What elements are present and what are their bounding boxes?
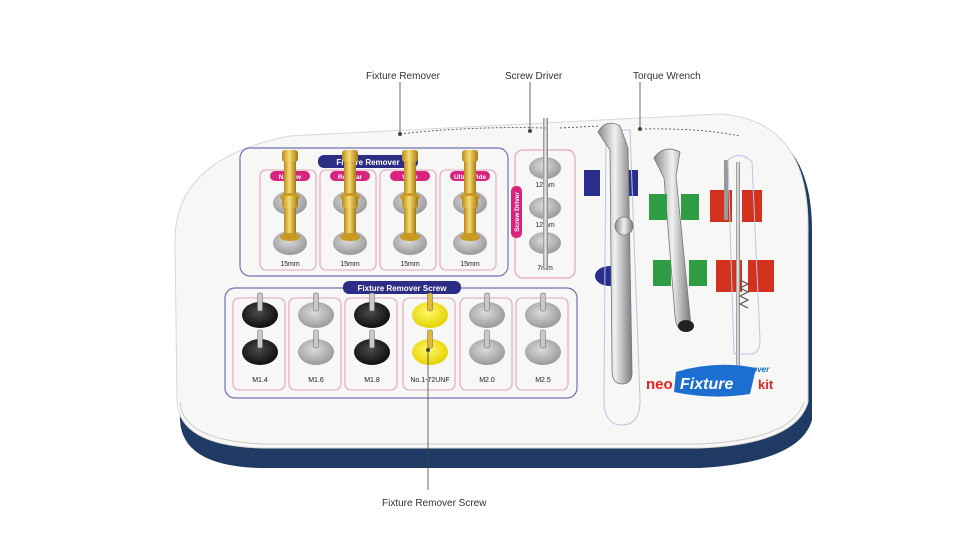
remover-column-label: 15mm [280,261,300,268]
brand-superscript: Remover [735,365,770,374]
screw-holder-disc [469,339,505,365]
fixture-remover-tool [400,196,420,241]
screw-column: No.1-72UNF [402,292,456,391]
remover-screw [484,292,490,312]
screw-driver-section: Screw Driver 12mm12mm7mm [511,118,576,279]
brand-suffix: kit [758,377,774,392]
screw-holder-disc [412,339,448,365]
screw-holder-disc [412,302,448,328]
remover-screw [313,292,319,312]
driver-slot-label: 7mm [537,265,553,272]
fixture-remover-section: Fixture Remover Narrow15mmRegular15mmWid… [239,147,509,277]
remover-screw [540,292,546,312]
screw-column-label: M1.6 [308,377,324,384]
screw-holder-disc [525,339,561,365]
remover-screw [540,329,546,349]
screw-driver-tool [543,118,548,268]
torque-wrench-area: neo Remover Fixture kit [584,122,774,426]
remover-screw [369,292,375,312]
fixture-remover-tool [280,196,300,241]
screw-column-label: M2.5 [535,377,551,384]
screw-driver-side-label: Screw Driver [514,192,521,232]
screw-column: M2.0 [459,292,513,391]
remover-column-label: 15mm [400,261,420,268]
screw-column-label: M2.0 [479,377,495,384]
screw-holder-disc [242,339,278,365]
remover-screw [427,329,433,349]
callout-screw-driver: Screw Driver [505,71,563,82]
screw-column-label: M1.8 [364,377,380,384]
remover-screw [484,329,490,349]
brand-prefix: neo [646,376,673,393]
green-holders [649,194,707,286]
screw-holder-disc [242,302,278,328]
callout-fixture-remover-screw: Fixture Remover Screw [382,498,487,509]
callout-lines [397,82,741,490]
screw-holder-disc [354,302,390,328]
torque-wrench [597,122,633,385]
screw-column: M2.5 [515,292,569,391]
remover-column: Regular15mm [319,150,377,271]
screw-holder-disc [298,302,334,328]
fixture-remover-tool [340,196,360,241]
brand-main: Fixture [680,376,733,393]
screw-column-label: No.1-72UNF [410,377,449,384]
fixture-remover-screw-section-title: Fixture Remover Screw [358,284,448,293]
remover-column-label: 15mm [460,261,480,268]
screw-holder-disc [298,339,334,365]
remover-screw [369,329,375,349]
callout-torque-wrench: Torque Wrench [633,71,701,82]
callout-fixture-remover: Fixture Remover [366,71,440,82]
clip-left-top [584,170,600,196]
remover-screw [427,292,433,312]
remover-column: Narrow15mm [259,150,317,271]
fixture-remover-screw-section: Fixture Remover Screw M1.4 M1.6 M1.8 No.1-7… [224,281,578,399]
remover-column-label: 15mm [340,261,360,268]
remover-screw [257,292,263,312]
screw-holder-disc [354,339,390,365]
screw-holder-disc [525,302,561,328]
brand-logo: neo Remover Fixture kit [646,364,774,397]
remover-screw [313,329,319,349]
fixture-remover-section-title: Fixture Remover [336,158,399,167]
fixture-remover-tool [460,196,480,241]
screw-column: M1.4 [232,292,286,391]
screw-column: M1.8 [344,292,398,391]
screw-holder-disc [469,302,505,328]
screw-column-label: M1.4 [252,377,268,384]
screw-column: M1.6 [288,292,342,391]
remover-screw [257,329,263,349]
